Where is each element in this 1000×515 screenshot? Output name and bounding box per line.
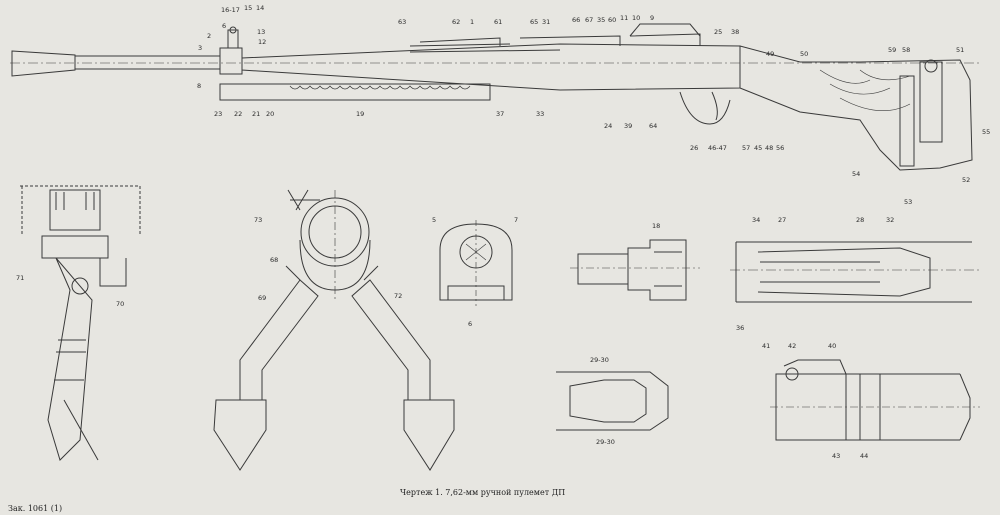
- label-24: 24: [604, 122, 612, 130]
- label-8: 8: [197, 82, 201, 90]
- label-58: 58: [902, 46, 910, 54]
- section-a-detail: [439, 220, 513, 306]
- label-43: 43: [832, 452, 840, 460]
- label-60: 60: [608, 16, 616, 24]
- label-2: 2: [207, 32, 211, 40]
- label-25: 25: [714, 28, 722, 36]
- label-1: 1: [470, 18, 474, 26]
- label-64: 64: [649, 122, 657, 130]
- label-31: 31: [542, 18, 550, 26]
- label-21: 21: [252, 110, 260, 118]
- label-27: 27: [778, 216, 786, 224]
- label-50: 50: [800, 50, 808, 58]
- label-18: 18: [652, 222, 660, 230]
- label-61: 61: [494, 18, 502, 26]
- label-45: 45: [754, 144, 762, 152]
- label-69: 69: [258, 294, 266, 302]
- label-36: 36: [736, 324, 744, 332]
- mount-detail: [20, 185, 141, 461]
- label-56: 56: [776, 144, 784, 152]
- label-37: 37: [496, 110, 504, 118]
- label-49: 49: [766, 50, 774, 58]
- label-9: 9: [650, 14, 654, 22]
- label-40: 40: [828, 342, 836, 350]
- label-14: 14: [256, 4, 264, 12]
- label-72: 72: [394, 292, 402, 300]
- label-28: 28: [856, 216, 864, 224]
- label-53: 53: [904, 198, 912, 206]
- label-35: 35: [597, 16, 605, 24]
- order-number: Зак. 1061 (1): [8, 504, 63, 513]
- label-11: 11: [620, 14, 628, 22]
- label-71: 71: [16, 274, 24, 282]
- label-32: 32: [886, 216, 894, 224]
- label-12: 12: [258, 38, 266, 46]
- label-22: 22: [234, 110, 242, 118]
- label-23: 23: [214, 110, 222, 118]
- label-38: 38: [731, 28, 739, 36]
- label-42: 42: [788, 342, 796, 350]
- label-57: 57: [742, 144, 750, 152]
- label-52: 52: [962, 176, 970, 184]
- label-62: 62: [452, 18, 460, 26]
- label-6b: 6: [468, 320, 472, 328]
- label-65: 65: [530, 18, 538, 26]
- label-66: 66: [572, 16, 580, 24]
- label-48: 48: [765, 144, 773, 152]
- label-33: 33: [536, 110, 544, 118]
- label-16-17: 16-17: [221, 6, 240, 14]
- label-26: 26: [690, 144, 698, 152]
- label-15: 15: [244, 4, 252, 12]
- label-19: 19: [356, 110, 364, 118]
- gun-side-view: [10, 23, 980, 171]
- label-55: 55: [982, 128, 990, 136]
- latch-detail: [770, 359, 980, 441]
- label-20: 20: [266, 110, 274, 118]
- label-29-30-top: 29-30: [590, 356, 609, 364]
- label-63: 63: [398, 18, 406, 26]
- label-6: 6: [222, 22, 226, 30]
- label-5: 5: [432, 216, 436, 224]
- label-34: 34: [752, 216, 760, 224]
- label-46-47: 46-47: [708, 144, 727, 152]
- label-13: 13: [257, 28, 265, 36]
- label-67: 67: [585, 16, 593, 24]
- bipod-detail: [213, 189, 455, 471]
- label-7: 7: [514, 216, 518, 224]
- label-44: 44: [860, 452, 868, 460]
- barrel-section-detail: [730, 241, 980, 303]
- label-51: 51: [956, 46, 964, 54]
- label-41: 41: [762, 342, 770, 350]
- label-10: 10: [632, 14, 640, 22]
- label-73: 73: [254, 216, 262, 224]
- label-29-30-bottom: 29-30: [596, 438, 615, 446]
- label-59: 59: [888, 46, 896, 54]
- label-3: 3: [198, 44, 202, 52]
- label-54: 54: [852, 170, 860, 178]
- bolt-slot-detail: [556, 371, 669, 431]
- label-70: 70: [116, 300, 124, 308]
- label-68: 68: [270, 256, 278, 264]
- figure-caption: Чертеж 1. 7,62-мм ручной пулемет ДП: [400, 488, 566, 497]
- sight-detail: [570, 239, 700, 301]
- label-39: 39: [624, 122, 632, 130]
